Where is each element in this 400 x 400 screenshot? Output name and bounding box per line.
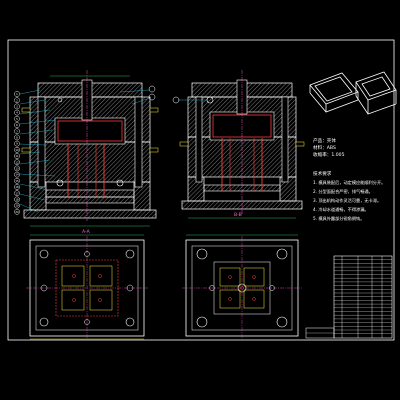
technical-notes: 技术要求 1. 模具装配后，动定模应能顺利分开。 2. 分型面配合严密，排气畅通。…	[313, 170, 385, 222]
balloon	[14, 196, 20, 203]
drawing-border	[7, 39, 395, 341]
balloon-number: 7	[16, 129, 18, 133]
note-line: 1. 模具装配后，动定模应能顺利分开。	[313, 179, 385, 186]
balloon	[14, 128, 20, 135]
balloon	[14, 91, 20, 97]
plan-view-left	[26, 234, 148, 340]
balloon	[14, 202, 20, 209]
balloon	[14, 184, 20, 190]
note-line: 4. 冷却水道通畅，不得渗漏。	[313, 206, 369, 213]
balloon	[14, 115, 20, 122]
balloon	[14, 109, 20, 116]
side-view-caption: B-B	[234, 212, 242, 218]
balloon	[14, 103, 20, 110]
balloon	[14, 171, 20, 178]
balloon-number: 4	[16, 111, 18, 115]
notes-title: 技术要求	[313, 170, 332, 177]
balloon	[14, 97, 20, 104]
balloon-number: 13	[15, 167, 19, 171]
extra-balloons	[148, 85, 156, 101]
balloon-number: 3	[16, 105, 18, 109]
material-label: 材料：ABS	[313, 144, 336, 151]
balloon-number: 15	[15, 179, 19, 183]
title-block	[305, 255, 393, 339]
balloon	[14, 177, 20, 184]
product-info: 产品：壳体 材料：ABS 收缩率：1.005	[313, 137, 345, 158]
balloon	[14, 140, 20, 147]
product-label: 产品：壳体	[313, 137, 336, 144]
balloon-number: 17	[15, 191, 19, 195]
balloon-number: 19	[15, 204, 19, 208]
balloon-number: 9	[16, 142, 18, 146]
note-line: 3. 顶出机构动作灵活可靠，无卡滞。	[313, 197, 381, 204]
balloon-number: 14	[15, 173, 19, 177]
product-iso-left	[309, 72, 359, 113]
front-section-view: A-A	[19, 70, 159, 235]
balloon-number: 2	[16, 98, 18, 102]
plan-view-right	[182, 234, 302, 340]
note-line: 5. 模具外露部分锐角倒钝。	[313, 215, 364, 222]
balloon-number: 11	[15, 154, 19, 158]
balloon-number: 6	[16, 123, 18, 127]
side-section-view: B-B	[172, 70, 305, 219]
balloon	[14, 165, 20, 172]
balloon-number: 1	[16, 92, 18, 96]
balloon	[14, 146, 20, 153]
balloon-number: 20	[15, 210, 19, 214]
balloon-number: 16	[15, 185, 19, 189]
balloon	[14, 159, 20, 166]
balloon	[14, 153, 20, 159]
balloon-number: 12	[15, 160, 19, 164]
balloon-number: 5	[16, 117, 18, 121]
note-line: 2. 分型面配合严密，排气畅通。	[313, 188, 373, 195]
shrinkage-label: 收缩率：1.005	[313, 151, 345, 158]
balloon	[14, 134, 20, 141]
balloon	[14, 122, 20, 128]
balloon	[14, 190, 20, 197]
balloon	[14, 208, 20, 215]
balloon-number: 8	[16, 136, 18, 140]
balloon-number: 18	[15, 198, 19, 202]
balloon-number: 10	[15, 148, 19, 152]
product-iso-right	[355, 71, 397, 115]
front-view-caption: A-A	[82, 229, 91, 235]
